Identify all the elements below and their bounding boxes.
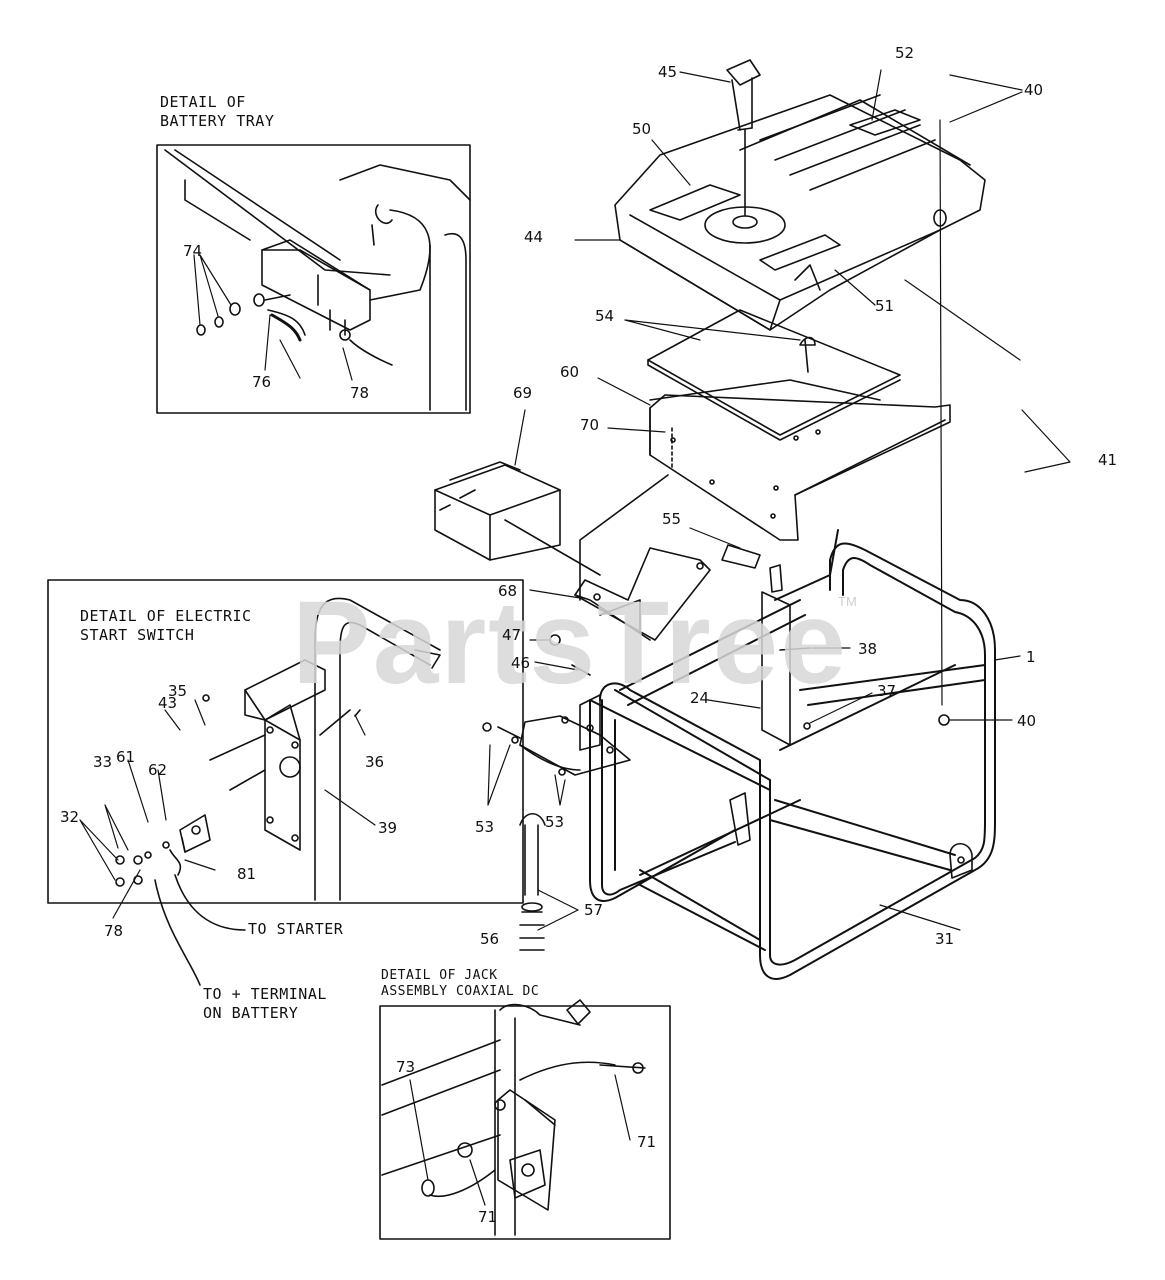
part-label-33: 33 bbox=[93, 753, 113, 771]
part-label-68: 68 bbox=[498, 582, 518, 600]
part-label-71-lower: 71 bbox=[478, 1208, 498, 1226]
part-label-55: 55 bbox=[662, 510, 682, 528]
to-battery-note: TO + TERMINAL ON BATTERY bbox=[203, 985, 327, 1022]
part-label-35: 35 bbox=[168, 682, 188, 700]
frame bbox=[589, 529, 996, 980]
part-label-32: 32 bbox=[60, 808, 80, 826]
frame-hardware bbox=[482, 119, 973, 951]
part-label-53-left: 53 bbox=[475, 818, 495, 836]
part-label-81: 81 bbox=[237, 865, 257, 883]
electric-start-caption: DETAIL OF ELECTRIC START SWITCH bbox=[80, 607, 252, 644]
part-label-73: 73 bbox=[396, 1058, 416, 1076]
part-label-51: 51 bbox=[875, 297, 895, 315]
part-label-44: 44 bbox=[524, 228, 544, 246]
battery-bracket bbox=[504, 474, 711, 641]
part-label-1: 1 bbox=[1026, 648, 1036, 666]
battery-tray-detail bbox=[156, 144, 471, 414]
part-label-40-top: 40 bbox=[1024, 81, 1044, 99]
part-label-76: 76 bbox=[252, 373, 272, 391]
part-label-41: 41 bbox=[1098, 451, 1118, 469]
part-label-46: 46 bbox=[511, 654, 531, 672]
part-label-36: 36 bbox=[365, 753, 385, 771]
fuel-tank bbox=[614, 59, 986, 331]
part-label-54: 54 bbox=[595, 307, 615, 325]
battery bbox=[434, 461, 561, 561]
part-label-78-tray: 78 bbox=[350, 384, 370, 402]
part-label-56: 56 bbox=[480, 930, 500, 948]
part-label-39: 39 bbox=[378, 819, 398, 837]
leader-lines bbox=[79, 69, 1071, 1206]
part-label-37: 37 bbox=[877, 682, 897, 700]
part-label-38: 38 bbox=[858, 640, 878, 658]
tank-mount-plate bbox=[647, 309, 951, 541]
partstree-watermark: PartsTree bbox=[292, 577, 848, 709]
part-label-31: 31 bbox=[935, 930, 955, 948]
part-label-71-upper: 71 bbox=[637, 1133, 657, 1151]
part-label-57: 57 bbox=[584, 901, 604, 919]
jack-assembly-caption: DETAIL OF JACK ASSEMBLY COAXIAL DC bbox=[381, 968, 540, 999]
part-label-60: 60 bbox=[560, 363, 580, 381]
part-label-69: 69 bbox=[513, 384, 533, 402]
part-label-53-right: 53 bbox=[545, 813, 565, 831]
part-label-52: 52 bbox=[895, 44, 915, 62]
part-label-78-switch: 78 bbox=[104, 922, 124, 940]
part-label-62: 62 bbox=[148, 761, 168, 779]
part-label-47: 47 bbox=[502, 626, 522, 644]
trademark-mark: TM bbox=[838, 594, 857, 609]
part-label-40-bottom: 40 bbox=[1017, 712, 1037, 730]
jack-assembly-detail bbox=[379, 999, 671, 1240]
battery-tray-caption: DETAIL OF BATTERY TRAY bbox=[160, 93, 275, 130]
part-label-24: 24 bbox=[690, 689, 710, 707]
part-label-70: 70 bbox=[580, 416, 600, 434]
part-label-50: 50 bbox=[632, 120, 652, 138]
to-starter-note: TO STARTER bbox=[248, 920, 344, 938]
electric-start-detail bbox=[47, 579, 524, 986]
part-label-45: 45 bbox=[658, 63, 678, 81]
part-label-74: 74 bbox=[183, 242, 203, 260]
part-label-61: 61 bbox=[116, 748, 136, 766]
part-label-43: 43 bbox=[158, 694, 178, 712]
